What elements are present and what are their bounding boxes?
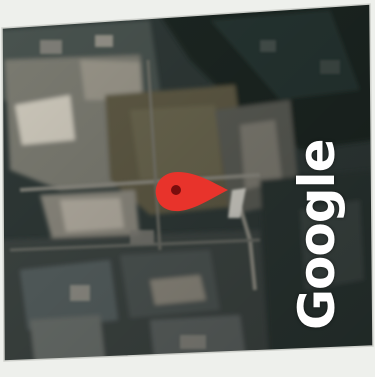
location-pin-dot <box>171 185 181 195</box>
location-pin-icon[interactable] <box>155 172 228 212</box>
google-logo: Google <box>288 139 346 330</box>
